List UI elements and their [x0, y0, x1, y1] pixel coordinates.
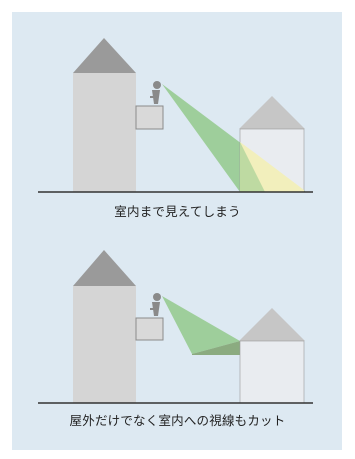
house-roof-bottom — [239, 308, 305, 341]
house-wall-bottom — [239, 340, 305, 404]
house-roof-top — [239, 96, 305, 129]
tall-building-roof-bottom — [73, 250, 136, 286]
tall-building-roof-top — [73, 38, 136, 73]
scene-top — [38, 38, 313, 193]
balcony-top — [135, 105, 164, 130]
sight-cone-inside-house — [240, 142, 265, 192]
person-icon-top — [150, 81, 161, 104]
tall-building-top — [73, 73, 136, 192]
sight-cone-bottom — [162, 296, 240, 354]
screen-shadow — [192, 341, 244, 355]
scene-bottom — [38, 250, 313, 404]
tall-building-bottom — [73, 286, 136, 403]
person-icon-bottom — [150, 293, 161, 316]
caption-top: 室内まで見えてしまう — [114, 204, 241, 219]
balcony-bottom — [135, 317, 164, 341]
caption-bottom: 屋外だけでなく室内への視線もカット — [69, 413, 286, 428]
